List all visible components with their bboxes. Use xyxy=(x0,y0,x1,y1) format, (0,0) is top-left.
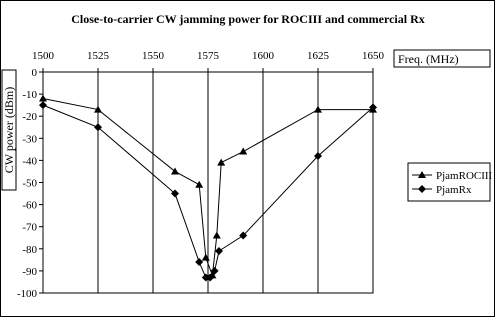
y-tick-label: -40 xyxy=(22,155,37,167)
series-PjamRx xyxy=(39,101,377,282)
x-tick-label: 1650 xyxy=(362,50,385,62)
data-point xyxy=(201,273,210,282)
data-point xyxy=(39,101,47,110)
legend-marker xyxy=(418,171,426,178)
data-point xyxy=(195,258,204,267)
data-point xyxy=(39,94,47,102)
data-point xyxy=(314,105,322,113)
y-axis-label: CW power (dBm) xyxy=(2,87,16,173)
y-tick-label: -80 xyxy=(22,244,37,256)
y-axis-ticks: 0 -10 -20 -30 -40 -50 -60 -70 -80 -90 -100 xyxy=(17,67,43,300)
legend-item: PjamROCIII xyxy=(412,170,493,182)
data-point xyxy=(239,147,248,155)
y-tick-label: -60 xyxy=(22,200,37,212)
y-tick-label: -30 xyxy=(22,133,37,145)
x-axis-ticks: 1500 1525 1550 1575 1600 1625 1650 xyxy=(32,50,385,72)
y-tick-label: -100 xyxy=(17,288,38,300)
data-point xyxy=(94,123,102,132)
data-point xyxy=(212,231,221,239)
y-axis-label-box: CW power (dBm) xyxy=(1,69,17,191)
x-tick-label: 1550 xyxy=(142,50,165,62)
data-point xyxy=(314,151,322,160)
x-axis-label: Freq. (MHz) xyxy=(398,52,459,66)
legend-label: PjamRx xyxy=(436,184,472,196)
data-point xyxy=(201,253,210,261)
data-point xyxy=(171,167,179,175)
legend-label: PjamROCIII xyxy=(436,170,493,182)
y-tick-label: -20 xyxy=(22,111,37,123)
series-layer xyxy=(39,94,377,282)
x-tick-label: 1625 xyxy=(307,50,330,62)
data-point xyxy=(171,189,179,198)
x-tick-label: 1525 xyxy=(87,50,110,62)
chart-title: Close-to-carrier CW jamming power for RO… xyxy=(71,12,425,26)
y-tick-label: -70 xyxy=(22,222,37,234)
data-point xyxy=(217,158,226,166)
legend-marker xyxy=(418,185,426,193)
y-tick-label: -90 xyxy=(22,266,37,278)
legend: PjamROCIII PjamRx xyxy=(407,162,493,202)
y-tick-label: -10 xyxy=(22,89,37,101)
data-point xyxy=(369,103,377,112)
y-tick-label: 0 xyxy=(32,67,38,79)
data-point xyxy=(195,180,204,188)
data-point xyxy=(210,266,219,275)
data-point xyxy=(239,231,248,240)
data-point xyxy=(206,273,215,282)
x-tick-label: 1600 xyxy=(252,50,275,62)
x-axis-label-box: Freq. (MHz) xyxy=(393,49,491,68)
x-tick-label: 1575 xyxy=(197,50,220,62)
data-point xyxy=(215,247,223,256)
legend-item: PjamRx xyxy=(412,184,472,196)
y-tick-label: -50 xyxy=(22,178,37,190)
data-point xyxy=(94,105,102,113)
x-tick-label: 1500 xyxy=(32,50,55,62)
